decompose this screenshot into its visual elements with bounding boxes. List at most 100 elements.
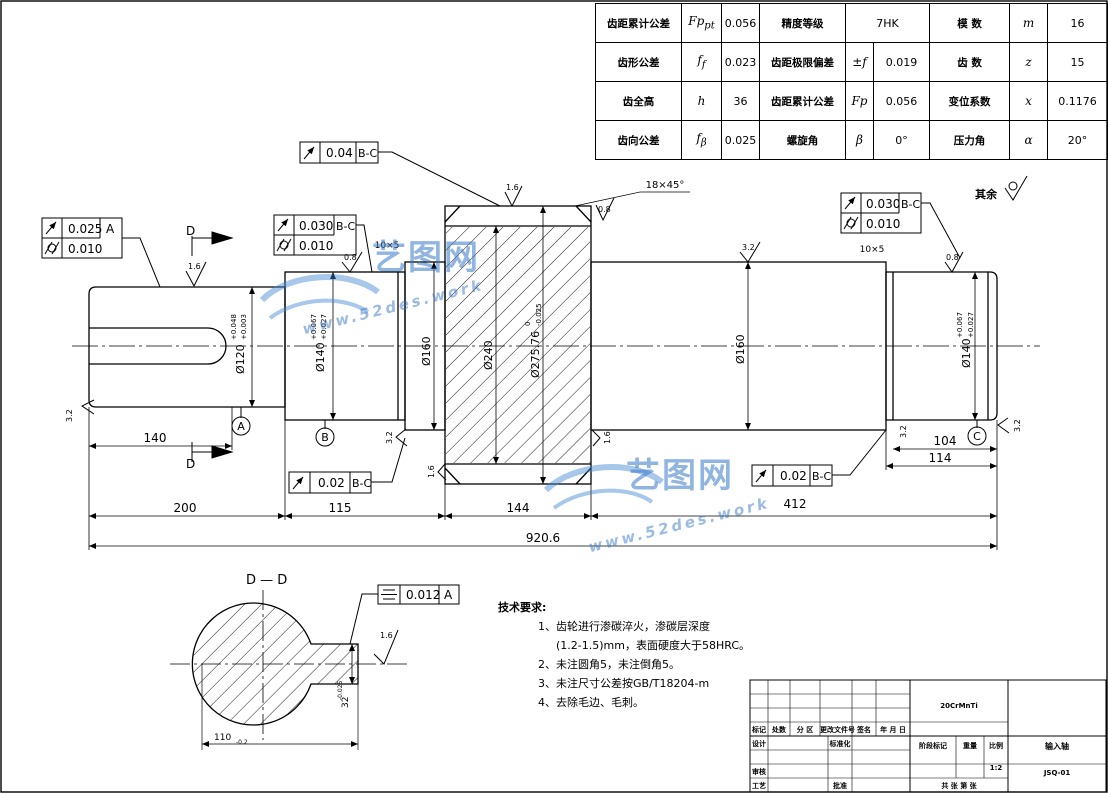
tb-scale: 1:2 — [989, 764, 1003, 772]
left-journal — [88, 286, 286, 408]
param-symbol: h — [681, 81, 722, 121]
fcf-shoulder-right-datum: B-C — [812, 470, 832, 483]
dim-d140b-tol-up: +0.067 — [956, 312, 964, 338]
cylindricity-icon — [843, 216, 859, 230]
param-symbol: Fppt — [681, 3, 722, 43]
svg-text:1.6: 1.6 — [188, 262, 201, 271]
gear-hatch — [446, 227, 590, 463]
tech-line: 3、未注尺寸公差按GB/T18204-m — [538, 677, 710, 690]
param-value: 0.056 — [721, 3, 760, 43]
tech-line: (1.2-1.5)mm，表面硬度大于58HRC。 — [556, 639, 751, 652]
roughness-icon — [1004, 175, 1028, 201]
dim-d275: Ø275.76 — [529, 331, 542, 378]
dim-d275-tol-up: 0 — [524, 322, 532, 326]
param-label: 齿形公差 — [595, 42, 682, 82]
param-value: 20° — [1047, 120, 1108, 160]
symmetry-icon — [381, 589, 397, 600]
fcf-bearing-left-value: 0.030 — [299, 219, 333, 233]
tech-title: 技术要求: — [498, 601, 547, 614]
datum-b — [315, 427, 335, 447]
dim-d240: Ø240 — [482, 340, 495, 370]
dim-d140-tol-dn: +0.027 — [320, 314, 328, 340]
dim-d140: Ø140 — [314, 342, 327, 372]
fcf-left-journal-value: 0.025 — [68, 222, 102, 236]
dim-d140b-tol-dn: +0.027 — [967, 312, 975, 338]
fcf-left-journal-datum: A — [106, 222, 115, 236]
dim-d120-tol-up: +0.048 — [230, 314, 238, 340]
chamfer-note: 18×45° — [646, 180, 685, 191]
param-symbol: α — [1009, 120, 1049, 160]
tb-date: 年 月 日 — [880, 726, 906, 734]
roughness-icon — [944, 251, 964, 273]
tech-line: 2、未注圆角5，未注倒角5。 — [538, 658, 680, 671]
param-label: 变位系数 — [929, 81, 1011, 121]
param-value: 36 — [721, 81, 760, 121]
param-value: 0.056 — [872, 81, 931, 121]
tb-approve: 批准 — [833, 782, 847, 790]
fcf-gear-top — [299, 141, 501, 207]
dim-groove-right: 10×5 — [860, 245, 885, 255]
remaining-roughness-label: 其余 — [975, 187, 998, 201]
param-label: 齿距累计公差 — [759, 81, 846, 121]
dim-d140-tol-up: +0.067 — [310, 314, 318, 340]
svg-text:1.6: 1.6 — [506, 183, 519, 192]
datum-c — [967, 426, 987, 446]
roughness-icon — [1008, 181, 1018, 191]
svg-text:1.6: 1.6 — [603, 431, 612, 444]
roughness-icon — [437, 463, 447, 481]
param-label: 齿全高 — [595, 81, 682, 121]
dim-l104: 104 — [934, 434, 957, 448]
roughness-symbols — [81, 175, 1028, 665]
roughness-icon — [591, 429, 601, 447]
fcf-bearing-right-datum: B-C — [901, 198, 921, 211]
svg-text:0.8: 0.8 — [598, 205, 611, 214]
tb-drawing-no: JSQ-01 — [1043, 769, 1071, 777]
fcf-left-journal — [41, 217, 161, 288]
datum-b-label: B — [321, 431, 329, 444]
svg-text:3.2: 3.2 — [1013, 419, 1022, 432]
fcf-shoulder-left — [288, 437, 406, 494]
param-symbol: ±f — [845, 42, 874, 82]
tb-design: 设计 — [752, 740, 766, 748]
section-mark-top: D — [186, 224, 195, 238]
datum-a — [231, 416, 251, 436]
diameter-dims — [249, 206, 978, 484]
dim-l200: 200 — [174, 501, 197, 515]
roughness-icon — [373, 629, 399, 665]
dim-l144: 144 — [507, 501, 530, 515]
tb-mark: 标记 — [752, 726, 766, 734]
param-label: 压力角 — [929, 120, 1011, 160]
param-label: 螺旋角 — [759, 120, 846, 160]
fcf-bearing-left-datum: B-C — [336, 220, 356, 233]
tb-weight: 重量 — [963, 742, 977, 750]
fcf-shoulder-left-value: 0.02 — [318, 476, 345, 490]
roughness-icon — [997, 417, 1010, 434]
param-value: 0.1176 — [1047, 81, 1108, 121]
tb-zone: 分 区 — [796, 726, 814, 734]
runout-icon — [45, 221, 57, 235]
tb-sign: 签名 — [857, 726, 871, 734]
roughness-labels: 1.6 0.8 1.6 0.8 3.2 0.8 3.2 3.2 3.2 1.6 … — [65, 183, 1022, 640]
roughness-icon — [504, 185, 523, 208]
param-symbol: m — [1009, 3, 1049, 43]
tb-ratio: 比例 — [989, 742, 1003, 750]
roughness-icon — [739, 241, 761, 263]
param-symbol: fβ — [681, 120, 722, 160]
dim-d140b: Ø140 — [960, 338, 973, 368]
param-label: 精度等级 — [759, 3, 846, 43]
tb-standard: 标准化 — [829, 740, 851, 748]
param-value: 15 — [1047, 42, 1108, 82]
fcf-shoulder-right — [751, 429, 887, 487]
fcf-keyway — [349, 584, 460, 645]
param-symbol: z — [1009, 42, 1049, 82]
title-block — [749, 679, 1107, 793]
tb-count: 处数 — [772, 726, 786, 734]
fcf-bearing-right-value2: 0.010 — [866, 217, 900, 231]
runout-icon — [277, 218, 289, 232]
cylindricity-icon — [276, 238, 292, 252]
